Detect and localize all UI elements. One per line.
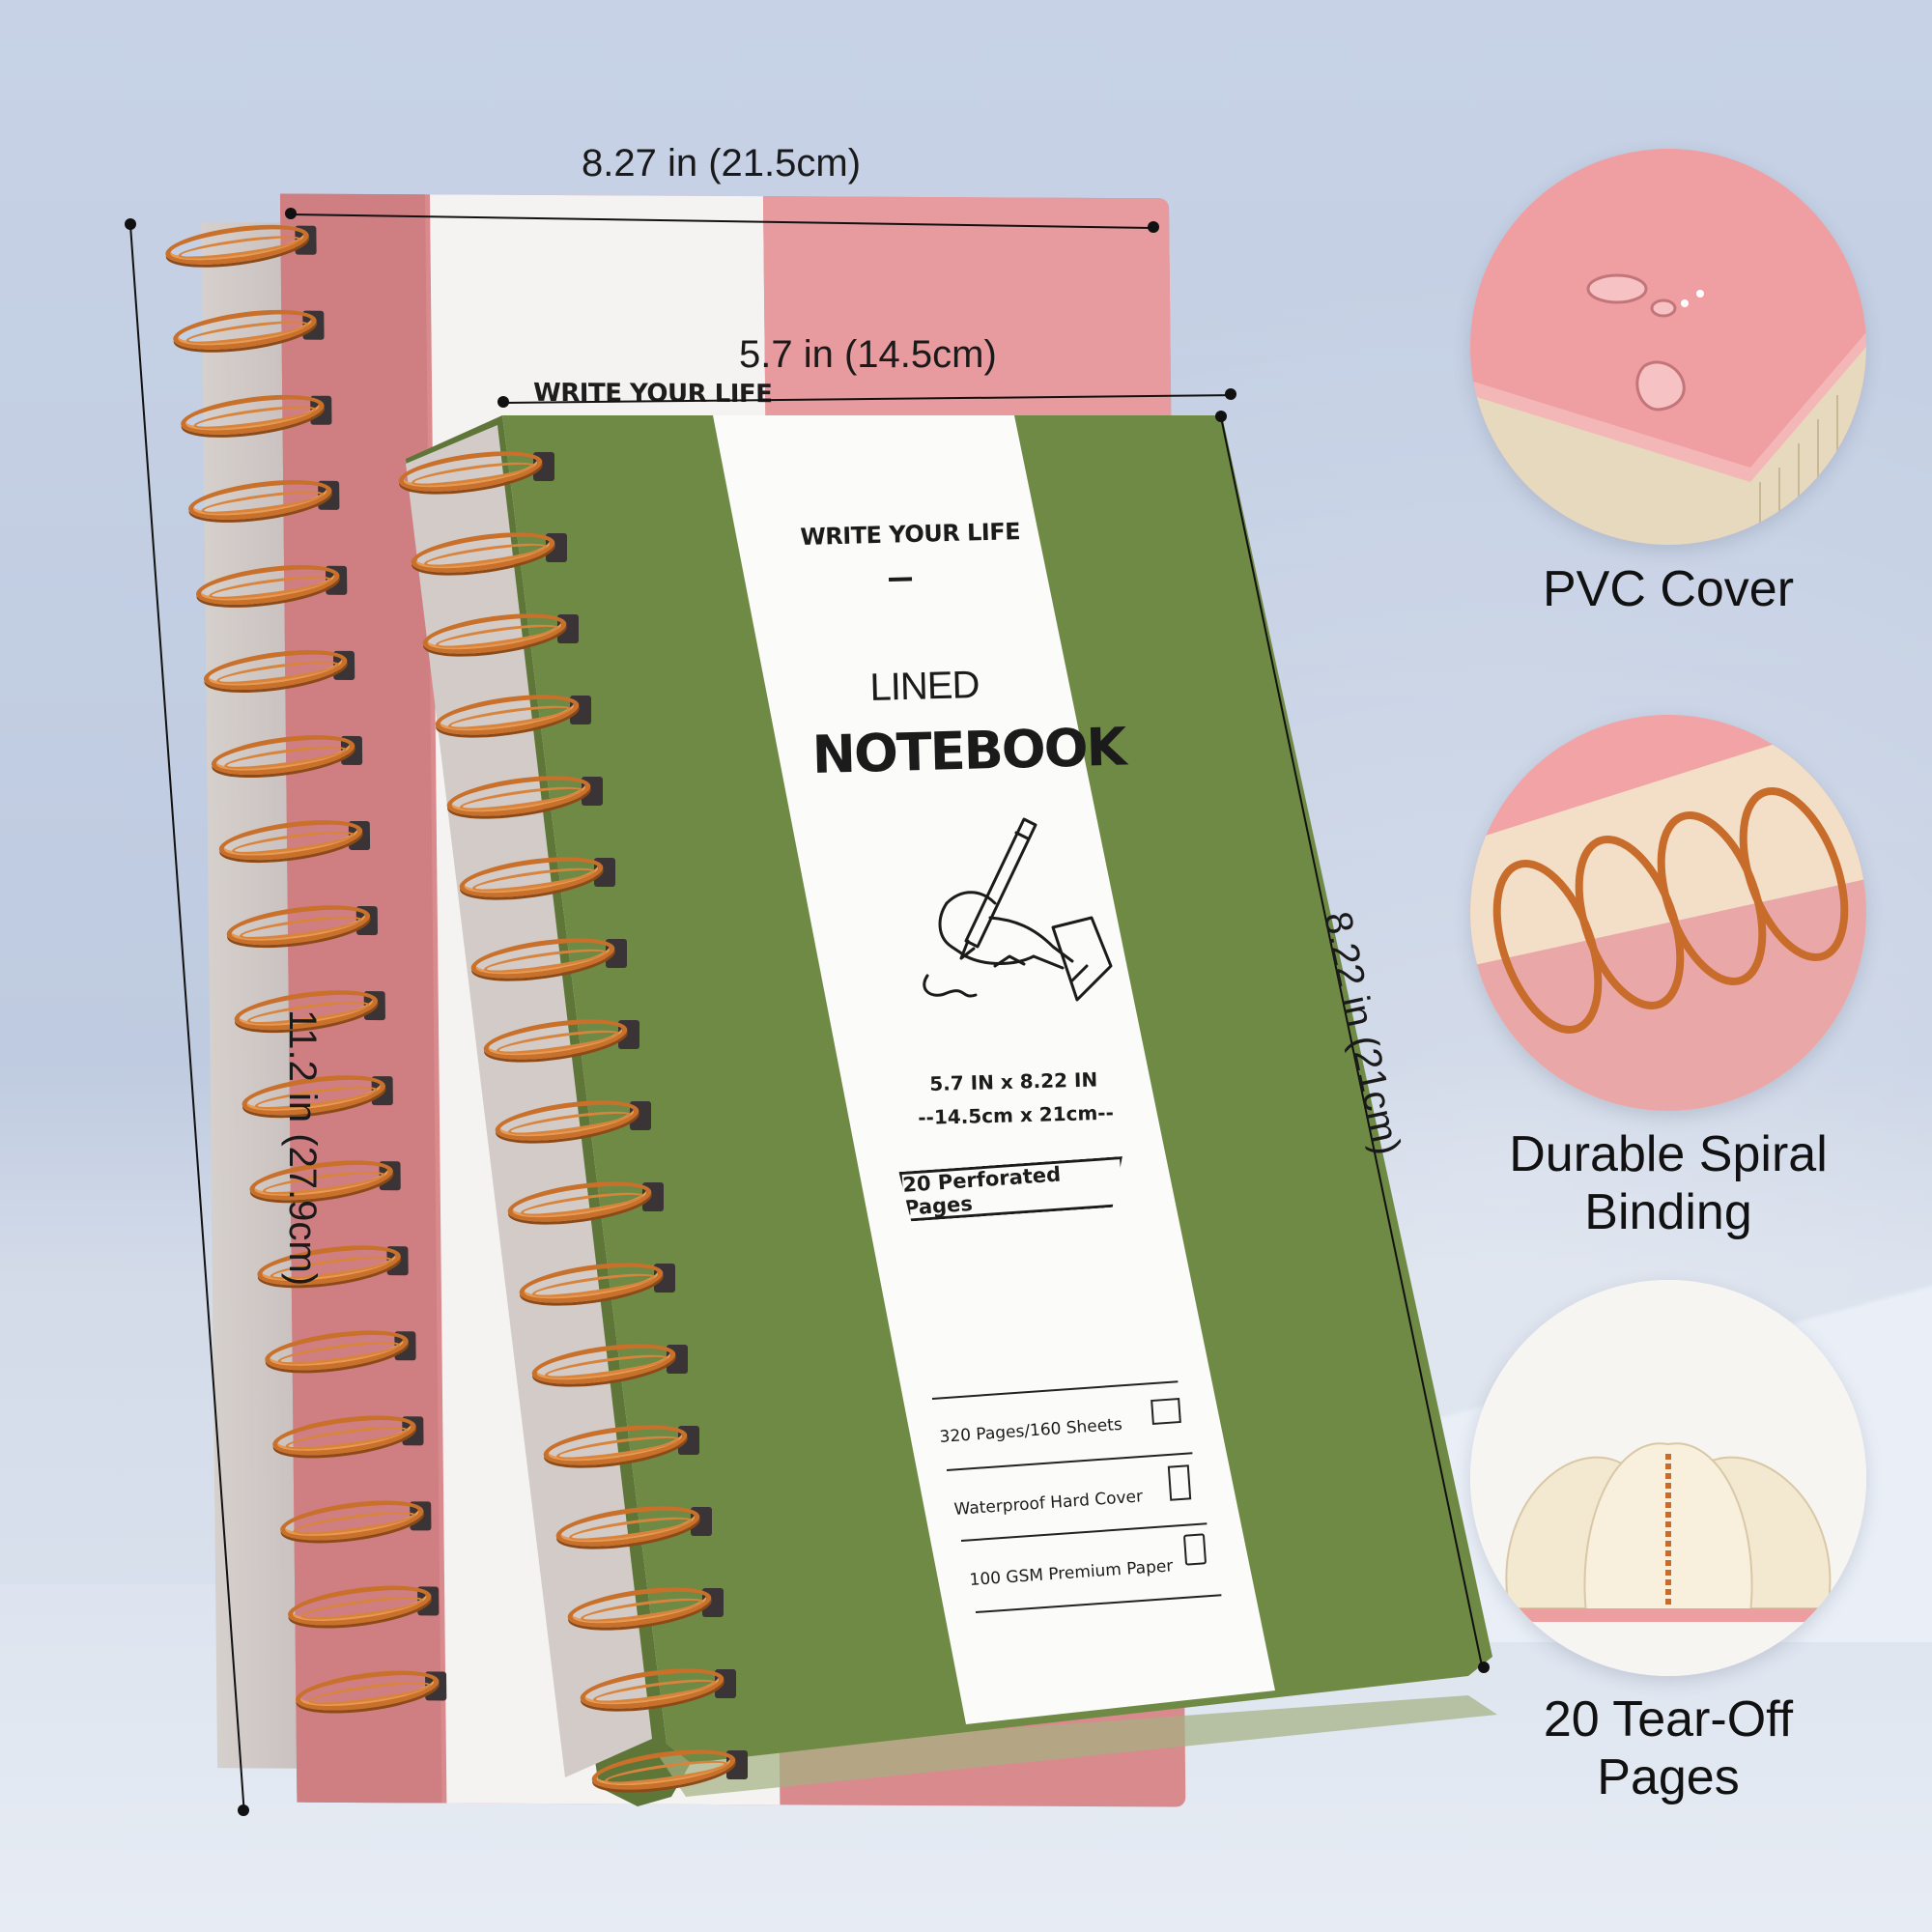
large-width-label: 8.27 in (21.5cm) xyxy=(582,142,862,185)
cover-icon xyxy=(1167,1464,1192,1501)
pvc-cover-label: PVC Cover xyxy=(1542,561,1795,617)
dimension-endpoint xyxy=(1215,411,1227,422)
cover-size-inches: 5.7 IN x 8.22 IN xyxy=(929,1067,1098,1095)
dimension-endpoint xyxy=(125,218,136,230)
tear-off-pages-label: 20 Tear-Off Pages xyxy=(1543,1691,1794,1805)
spiral-binding-image xyxy=(1470,715,1866,1111)
dimension-endpoint xyxy=(1225,388,1236,400)
spiral-coils-illustration xyxy=(1470,715,1866,1111)
cover-brand: WRITE YOUR LIFE xyxy=(800,518,1021,551)
book-icon xyxy=(1151,1397,1181,1426)
dimension-endpoint xyxy=(285,208,297,219)
small-width-label: 5.7 in (14.5cm) xyxy=(739,333,997,376)
dimension-endpoint xyxy=(1148,221,1159,233)
fanned-pages-illustration xyxy=(1470,1280,1866,1676)
tear-off-pages-image xyxy=(1470,1280,1866,1676)
large-height-label: 11.2 in (27.9cm) xyxy=(281,1009,324,1287)
pvc-cover-image xyxy=(1470,149,1866,545)
green-notebook xyxy=(406,415,1517,1806)
cover-subtitle: LINED xyxy=(869,664,980,709)
paper-icon xyxy=(1182,1533,1208,1566)
cover-title: NOTEBOOK xyxy=(811,716,1126,785)
spiral-binding-label: Durable Spiral Binding xyxy=(1509,1126,1828,1240)
hand-writing-icon xyxy=(923,817,1113,1002)
pink-cover-title: WRITE YOUR LIFE xyxy=(532,378,773,410)
cover-divider xyxy=(889,577,913,582)
water-drops-illustration xyxy=(1470,273,1866,545)
dimension-endpoint xyxy=(238,1804,249,1816)
pink-cover-right-band xyxy=(762,196,1172,450)
